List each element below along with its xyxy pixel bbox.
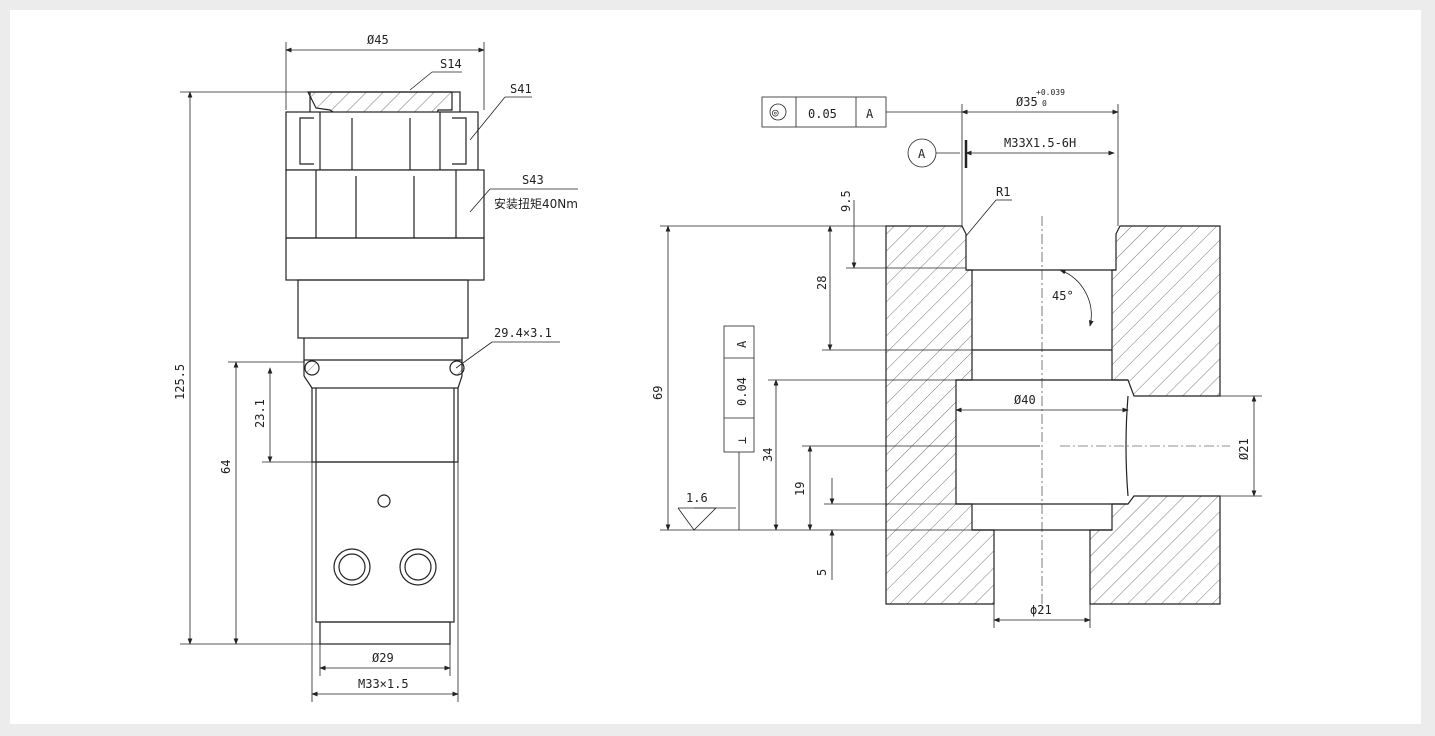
label-s14: S14 [440,57,462,71]
label-torque: 安装扭矩40Nm [494,196,578,211]
left-labels: Ø45 S14 S41 S43 安装扭矩40Nm 29.4×3.1 125.5 … [173,33,578,691]
cavity-section [885,216,1230,612]
technical-drawing: Ø45 S14 S41 S43 安装扭矩40Nm 29.4×3.1 125.5 … [173,33,1262,702]
fcf2-symbol: ⊥ [735,437,749,444]
hatch-left [885,225,995,605]
lower-body [315,461,455,623]
datum-label: A [918,147,926,161]
label-s43: S43 [522,173,544,187]
dim-top-tol-upper: +0.039 [1036,88,1065,97]
dim-top-tol-lower: 0 [1042,99,1047,108]
fcf2-datum: A [735,340,749,348]
dim-side-port: Ø21 [1237,438,1251,460]
tip [319,621,451,645]
dim-angle: 45° [1052,289,1074,303]
left-dimensions [180,42,578,702]
dim-34: 34 [761,448,775,462]
dim-5: 5 [815,569,829,576]
dim-28: 28 [815,276,829,290]
small-port [377,494,391,508]
port-right [399,548,437,586]
fcf-value: 0.05 [808,107,837,121]
dim-bore: Ø40 [1014,393,1036,407]
fcf-datum: A [866,107,874,121]
valve-cartridge-view [285,91,485,645]
hatch-right-lower [1089,495,1221,605]
hex-s43 [285,169,485,239]
label-r1: R1 [996,185,1010,199]
dim-thread-right: M33X1.5-6H [1004,136,1076,150]
dim-total: 125.5 [173,364,187,400]
dim-bottom-dia: Ø29 [372,651,394,665]
label-s41: S41 [510,82,532,96]
threaded-body [311,387,459,463]
dim-69: 69 [651,386,665,400]
roughness-symbol [677,507,717,531]
dim-19: 19 [793,482,807,496]
roughness-value: 1.6 [686,491,708,505]
oring-left [304,360,320,376]
hex-s41 [285,111,479,171]
right-labels: ◎ 0.05 A Ø35 +0.039 0 A M33X1.5-6H 9.5 R… [651,88,1251,617]
dim-64: 64 [219,460,233,474]
drawing-sheet: Ø45 S14 S41 S43 安装扭矩40Nm 29.4×3.1 125.5 … [10,10,1421,724]
right-dimensions [660,96,1262,628]
dim-bottom-port: ϕ21 [1030,603,1052,617]
port-left [333,548,371,586]
dim-thread-left: M33×1.5 [358,677,409,691]
dim-9-5: 9.5 [839,190,853,212]
hatch-right [1111,225,1221,397]
fcf2-value: 0.04 [735,377,749,406]
fcf-symbol: ◎ [772,106,779,119]
dim-top-dia: Ø45 [367,33,389,47]
dim-23-1: 23.1 [253,399,267,428]
dim-top-dia-right: Ø35 [1016,95,1038,109]
label-oring: 29.4×3.1 [494,326,552,340]
